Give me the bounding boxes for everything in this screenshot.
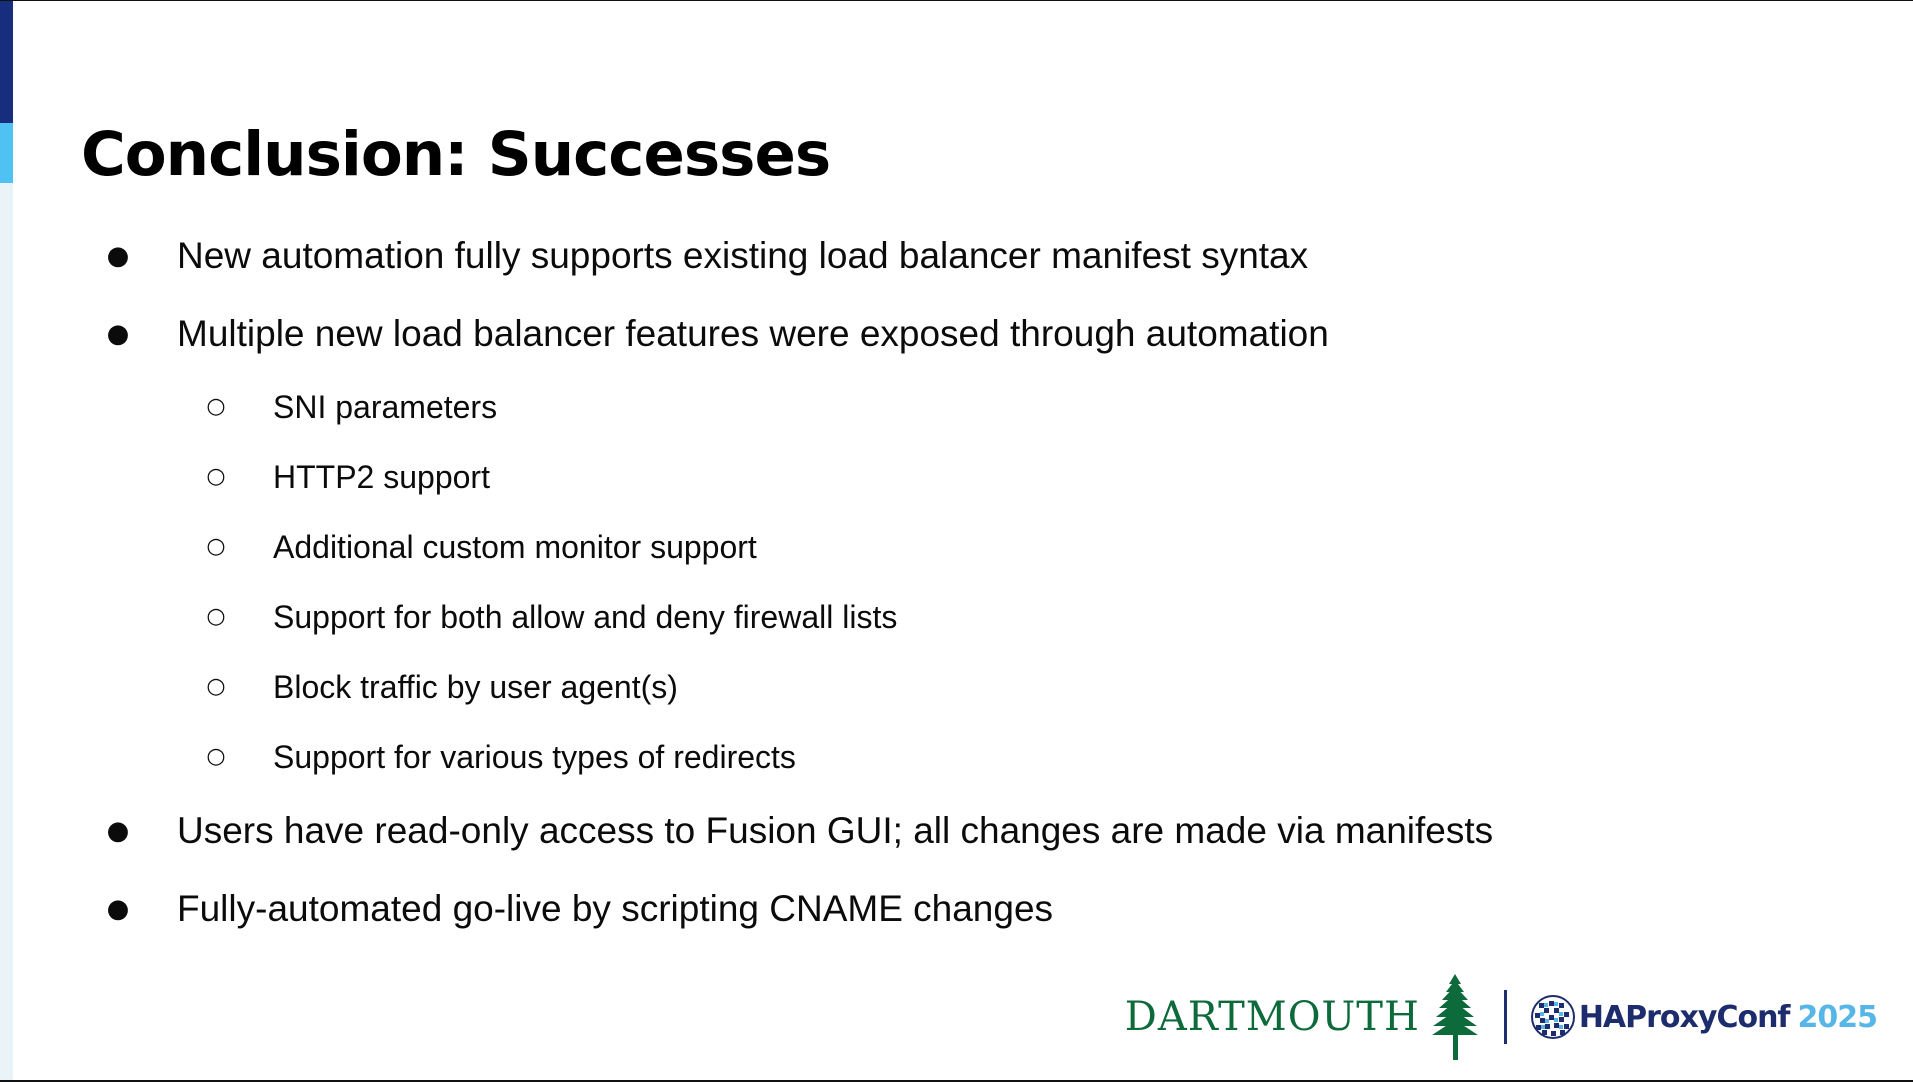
- pine-tree-icon: [1431, 974, 1478, 1060]
- bullet-text: Multiple new load balancer features were…: [177, 313, 1329, 354]
- bullet-marker: ●: [106, 241, 130, 271]
- sub-bullet-text: Support for various types of redirects: [273, 739, 796, 775]
- sub-bullet-text: Support for both allow and deny firewall…: [273, 599, 898, 635]
- sub-bullet-marker: ○: [206, 534, 226, 559]
- bullet-marker: ●: [106, 319, 130, 349]
- accent-bar-blue: [0, 123, 13, 183]
- sub-bullet-marker: ○: [206, 604, 226, 629]
- sub-bullet-text: Additional custom monitor support: [273, 529, 757, 565]
- sub-bullet-marker: ○: [206, 394, 226, 419]
- bullet-marker: ●: [106, 894, 130, 924]
- sub-bullet-marker: ○: [206, 464, 226, 489]
- sub-bullet-text: HTTP2 support: [273, 459, 490, 495]
- bullet-text: Users have read-only access to Fusion GU…: [177, 810, 1494, 851]
- bullet-text: Fully-automated go-live by scripting CNA…: [177, 888, 1054, 929]
- accent-bar-navy: [0, 1, 13, 123]
- haproxy-globe-icon: [1530, 995, 1575, 1039]
- sub-bullet-marker: ○: [206, 744, 226, 769]
- footer-logos: DARTMOUTH: [1124, 974, 1878, 1060]
- bullet-marker: ●: [106, 816, 130, 846]
- haproxy-conf-year: 2025: [1797, 999, 1878, 1035]
- sub-bullet-marker: ○: [206, 674, 226, 699]
- slide-title: Conclusion: Successes: [81, 119, 831, 190]
- logo-divider: [1503, 990, 1507, 1044]
- sub-bullet-text: SNI parameters: [273, 389, 498, 425]
- dartmouth-logo-text: DARTMOUTH: [1124, 994, 1420, 1040]
- haproxy-conf-name: HAProxyConf: [1578, 999, 1791, 1035]
- sub-bullet-text: Block traffic by user agent(s): [273, 669, 678, 705]
- accent-bar: [0, 1, 13, 1080]
- bullet-text: New automation fully supports existing l…: [177, 235, 1309, 276]
